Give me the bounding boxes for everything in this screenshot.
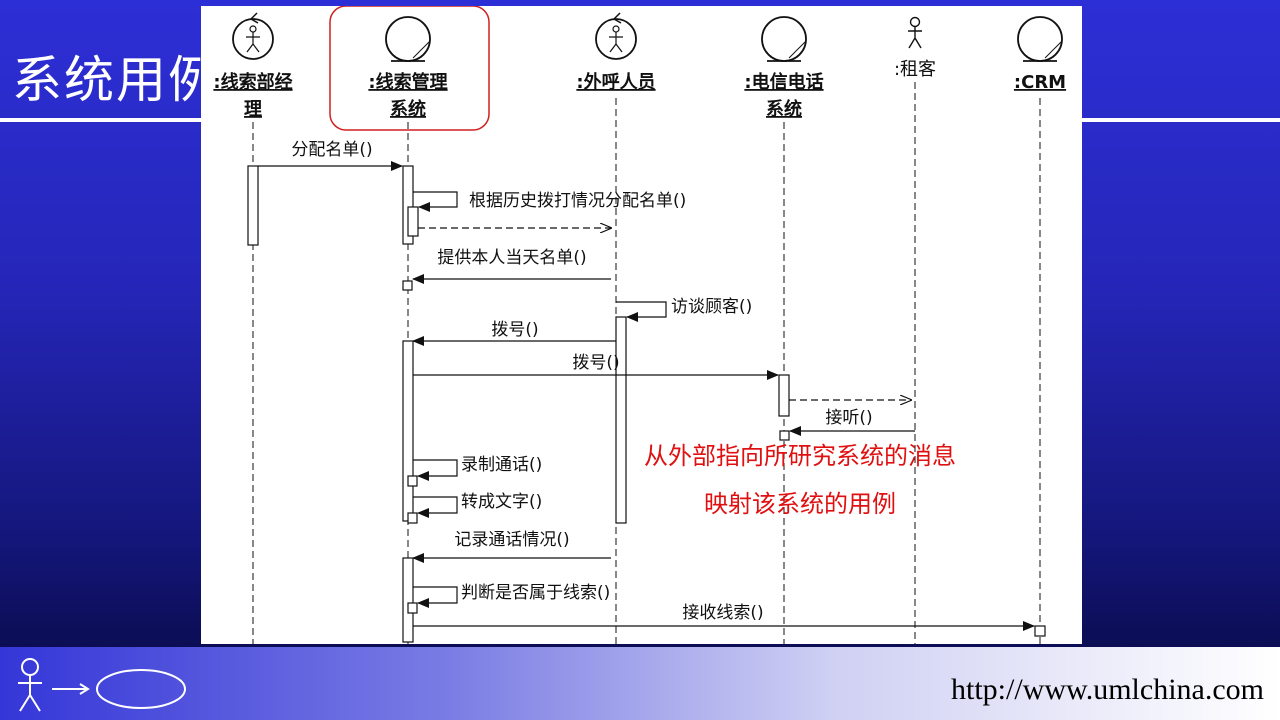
lifeline-telecom-system: :电信电话 系统 [744,16,824,120]
annotation-line1: 从外部指向所研究系统的消息 [644,442,956,470]
entity-object-icon [761,16,807,62]
usecase-oval-icon [96,669,186,709]
lifeline-label: :CRM [1014,72,1066,93]
slide-title: 系统用例 [12,51,220,109]
footer-bar: http://www.umlchina.com [0,647,1280,720]
message-label: 接听() [825,408,872,428]
lifeline-label: 系统 [390,98,426,120]
actor-icon [18,658,42,712]
lifeline-call-operator: :外呼人员 [576,12,656,93]
message-label: 拨号() [572,353,619,373]
message-label: 拨号() [491,320,538,340]
message-label: 访谈顾客() [671,297,752,317]
lifeline-label: :电信电话 [744,71,823,93]
message-label: 录制通话() [461,455,542,475]
message-label: 转成文字() [461,492,542,512]
lifeline-label: :线索管理 [368,71,447,93]
control-object-icon [595,12,637,60]
lifeline-label: :外呼人员 [576,71,655,93]
lifeline-label: 系统 [766,98,802,120]
arrow-icon [52,683,90,695]
message-label: 判断是否属于线索() [461,583,610,603]
message-label: 分配名单() [291,140,372,160]
actor-usecase-logo [18,658,186,712]
control-object-icon [232,12,274,60]
message-arrows [258,161,1035,631]
lifeline-dashes [252,82,1041,644]
message-label: 根据历史拨打情况分配名单() [469,191,686,211]
lifeline-sales-manager: :线索部经 理 [213,12,293,120]
activation-bars [247,165,1046,643]
footer-url: http://www.umlchina.com [950,673,1264,706]
lifeline-lead-management-system: :线索管理 系统 [368,16,448,120]
highlight-box [329,6,490,131]
entity-object-icon [1017,16,1063,62]
annotation-line2: 映射该系统的用例 [704,490,896,518]
message-label: 接收线索() [682,603,763,623]
sequence-diagram: :线索部经 理 :线索管理 系统 :外呼人员 [201,6,1082,644]
lifeline-label: 理 [244,99,262,120]
lifeline-label: :租客 [894,59,936,80]
message-label: 提供本人当天名单() [437,248,586,268]
message-label: 记录通话情况() [454,530,569,550]
entity-object-icon [385,16,431,62]
actor-icon [908,16,922,49]
lifeline-label: :线索部经 [213,71,292,93]
lifeline-crm: :CRM [1014,16,1066,93]
lifeline-tenant: :租客 [894,16,936,80]
